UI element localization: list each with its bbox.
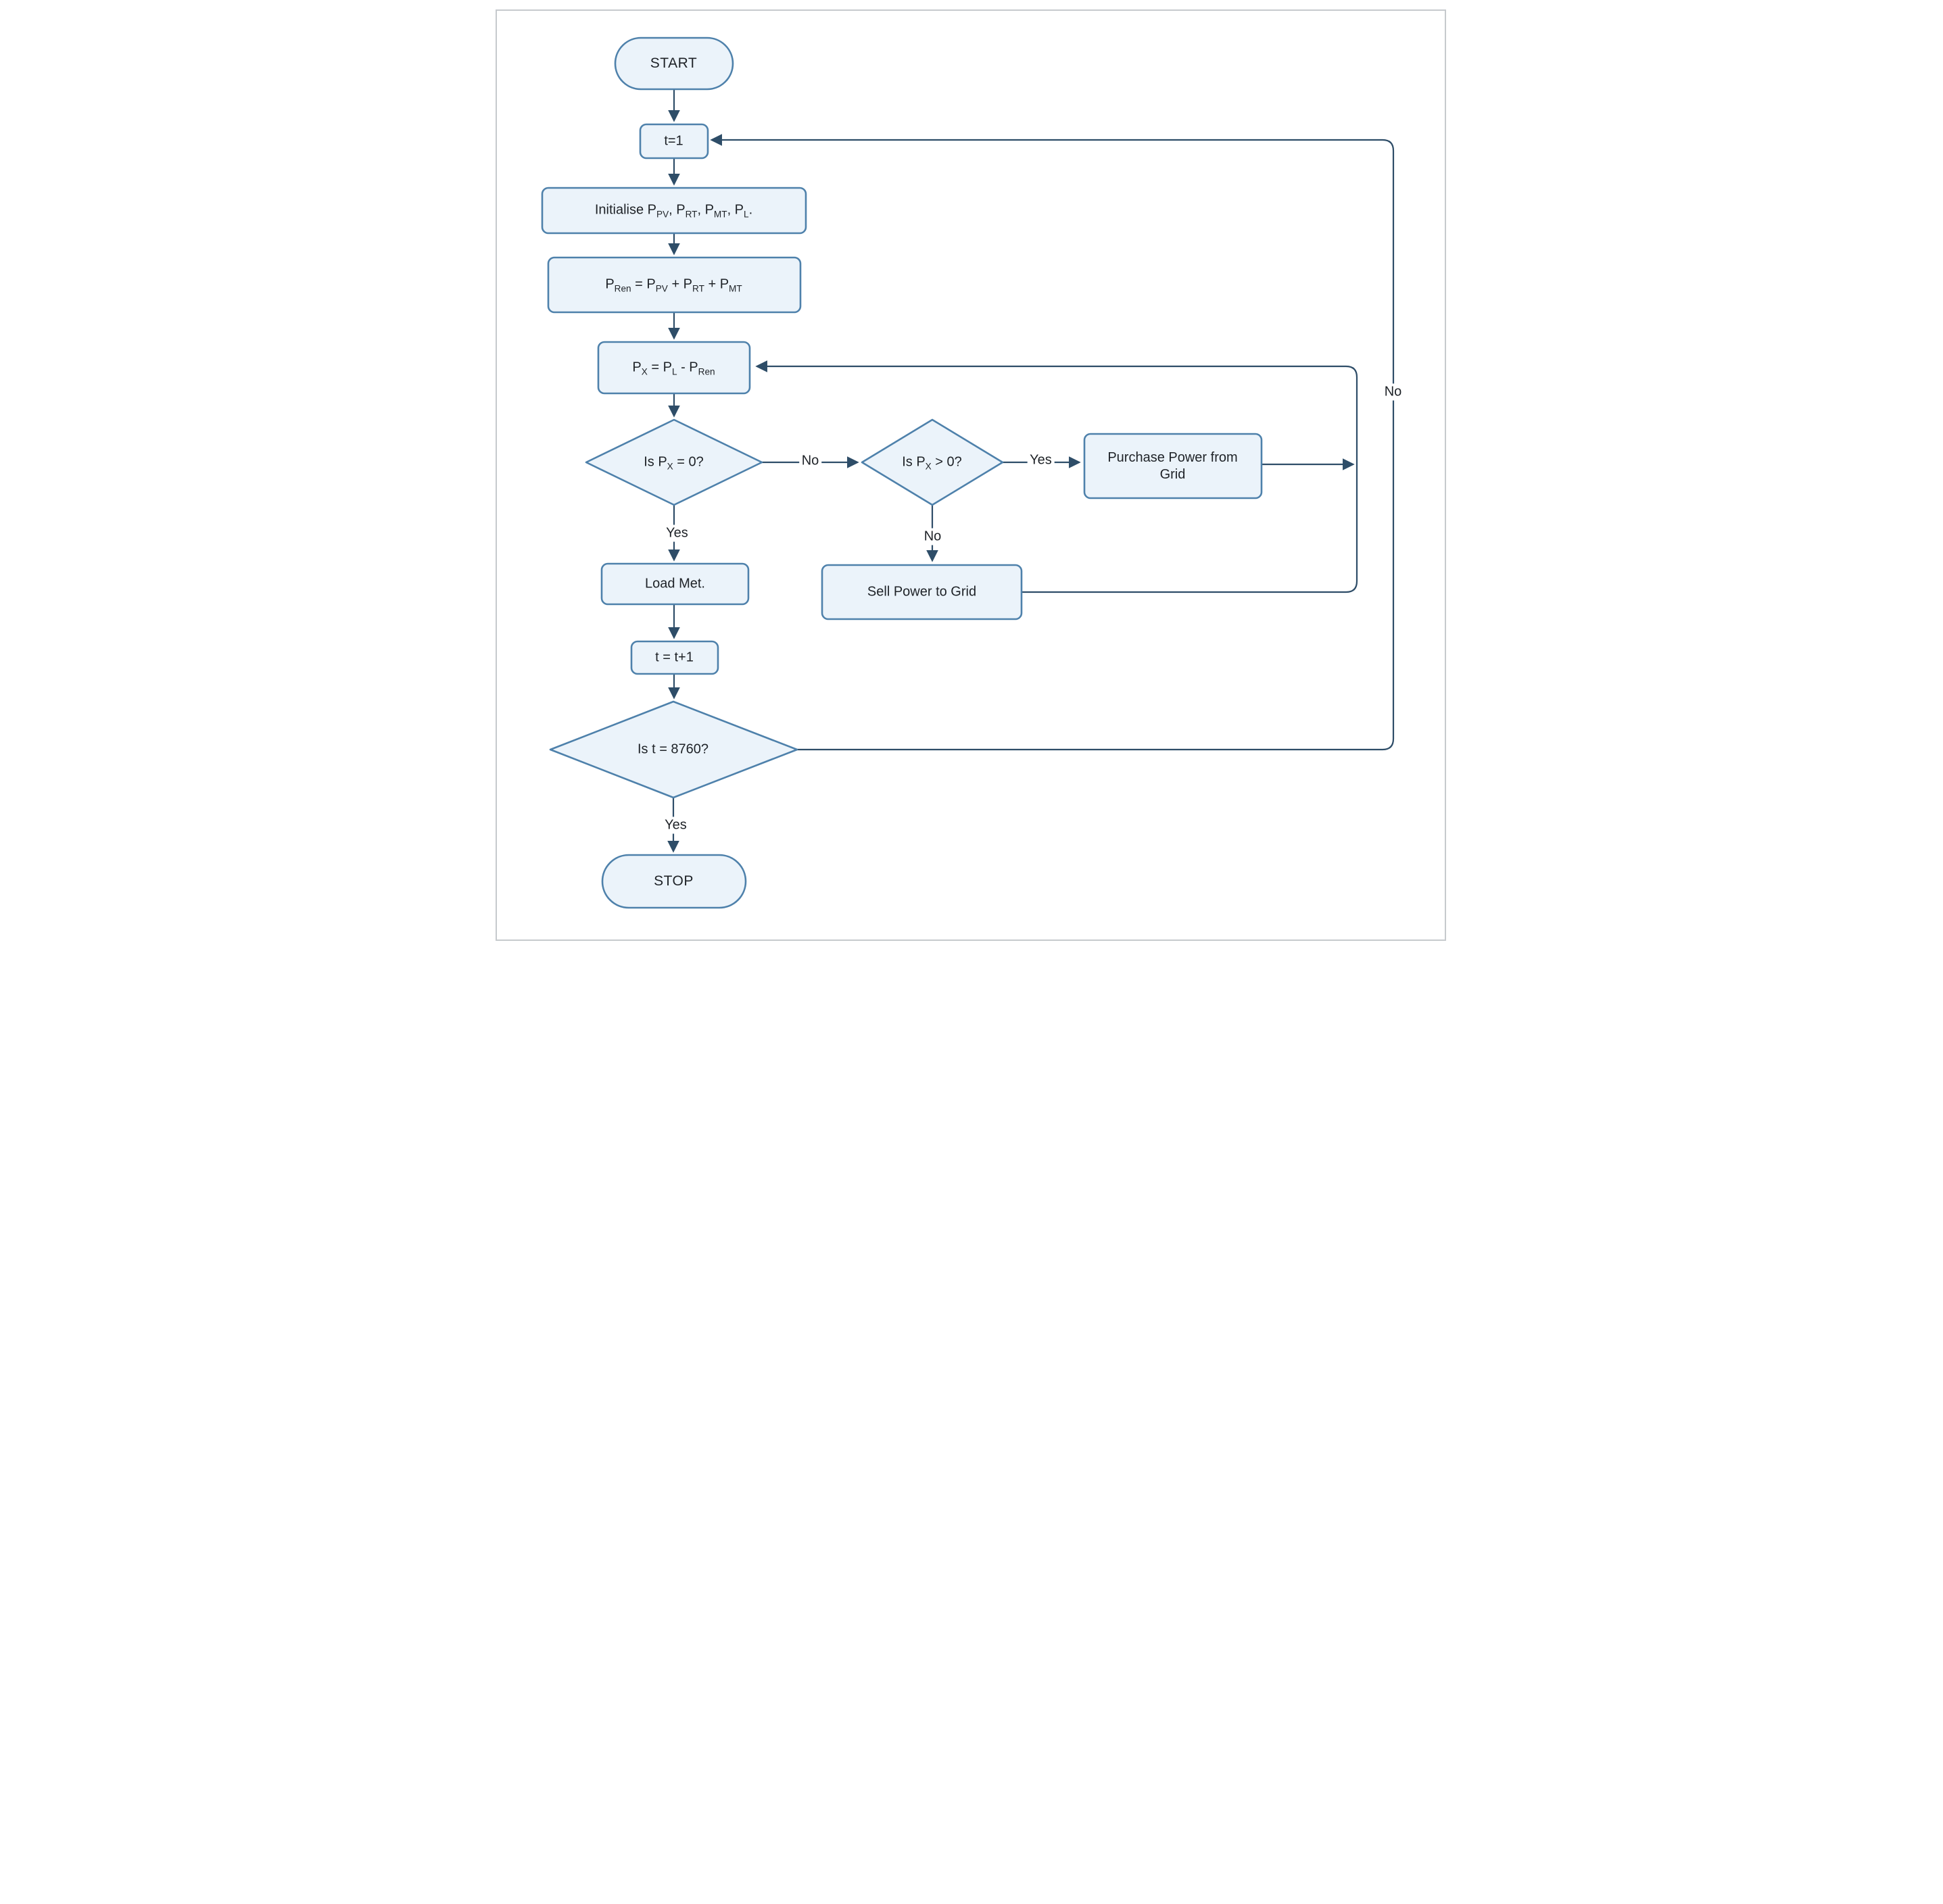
edge-label-px-zero-yes: Yes: [663, 524, 691, 542]
stop-label: STOP: [654, 873, 694, 889]
px-label: PX = PL - PRen: [632, 360, 715, 377]
sell-label: Sell Power to Grid: [867, 584, 977, 600]
edge-label-px-zero-no: No: [798, 452, 822, 470]
load-met-process-shape: [600, 562, 749, 606]
flowchart-canvas: [541, 36, 1394, 909]
pren-label: PRen = PPV + PRT + PMT: [605, 276, 742, 294]
stop-terminator-shape: [601, 854, 746, 909]
is-px-positive-label: Is PX > 0?: [902, 454, 962, 472]
edge-label-px-positive-yes: Yes: [1027, 451, 1055, 469]
start-terminator-shape: [614, 36, 734, 91]
edge-label-t8760-yes: Yes: [662, 816, 690, 834]
t-increment-process-shape: [630, 640, 719, 675]
is-px-zero-decision-shape: [585, 418, 763, 506]
edge-ist8760-no-loop-to-t1: [709, 134, 1394, 751]
t-init-process-shape: [639, 123, 709, 160]
load-met-label: Load Met.: [645, 576, 705, 591]
px-process-shape: [597, 341, 750, 395]
t-init-label: t=1: [664, 133, 683, 149]
flowchart-page: START t=1 Initialise PPV, PRT, PMT, PL. …: [485, 0, 1458, 952]
edge-sell-loop-to-px: [754, 360, 1358, 593]
start-label: START: [650, 55, 698, 71]
pren-process-shape: [547, 256, 801, 314]
initialise-process-shape: [541, 187, 807, 235]
purchase-process-shape: [1083, 433, 1262, 499]
is-t-8760-label: Is t = 8760?: [637, 741, 709, 757]
is-px-positive-decision-shape: [861, 418, 1003, 506]
sell-process-shape: [821, 564, 1022, 620]
is-px-zero-label: Is PX = 0?: [644, 454, 704, 472]
edge-label-px-positive-no: No: [921, 528, 944, 545]
is-t-8760-decision-shape: [549, 700, 798, 799]
purchase-label: Purchase Power from Grid: [1107, 450, 1238, 482]
initialise-label: Initialise PPV, PRT, PMT, PL.: [594, 202, 753, 220]
edge-label-t8760-no: No: [1381, 383, 1405, 401]
node-shapes: [541, 36, 1262, 909]
t-increment-label: t = t+1: [655, 650, 694, 665]
